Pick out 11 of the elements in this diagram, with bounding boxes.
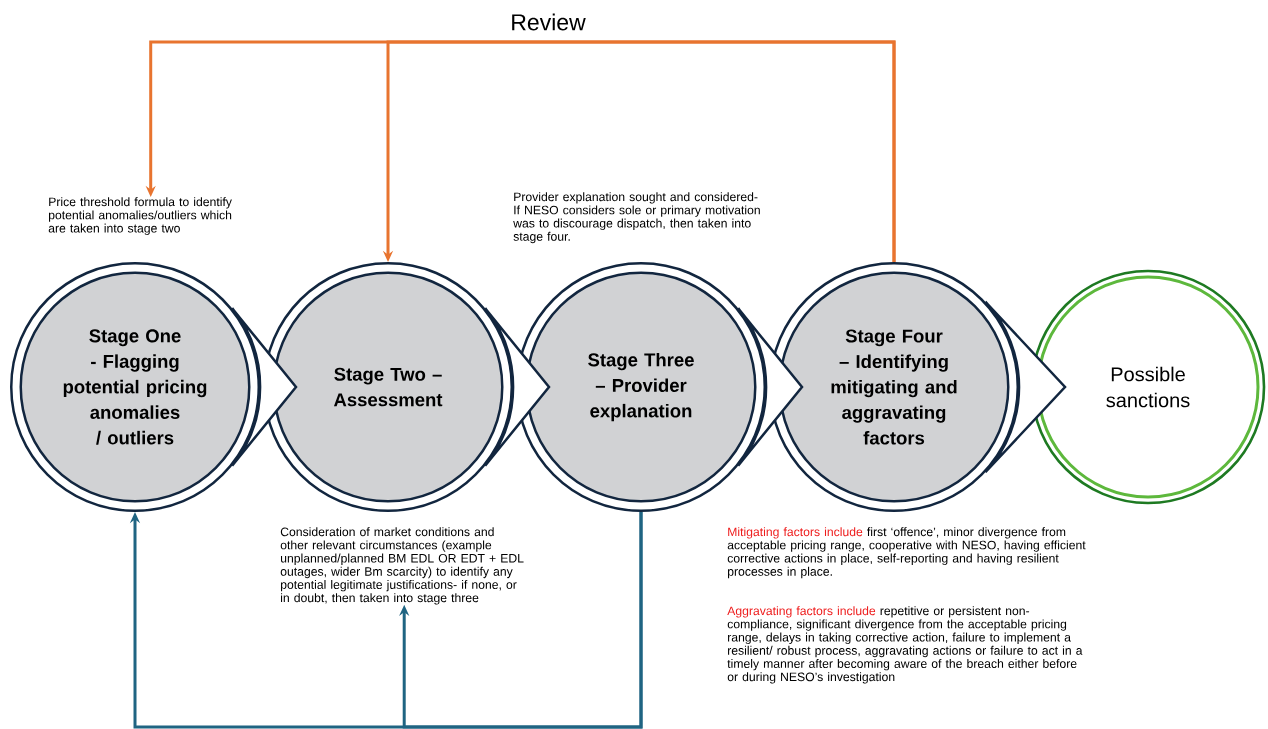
chevron-arrow: [736, 306, 804, 467]
chevron-arrow: [984, 300, 1067, 474]
note-text: Aggravating factors include repetitive or persistent non-compliance, significant divergence from the acceptable pricing range, delays in taking corrective action, failure to implement a resilient/ robust process, aggravating actions or failure to act in a timely manner after becoming aware of the breach either before or during NESO’s investigation: [727, 606, 1083, 684]
chevron-arrow: [483, 306, 551, 467]
note-text: Price threshold formula to identify potential anomalies/outliers which are taken into stage two: [48, 197, 232, 235]
note-text: Provider explanation sought and considered- If NESO considers sole or primary motivation was to discourage dispatch, then taken into stage four.: [513, 192, 760, 244]
note-text: Consideration of market conditions and other relevant circumstances (example unplanned/planned BM EDL OR EDT + EDL outages, wider Bm scarcity) to identify any potential legitimate justifications- if none, or in doubt, then taken into stage three: [280, 527, 524, 605]
note-text: Mitigating factors include first ‘offence’, minor divergence from acceptable pricing range, cooperative with NESO, having efficient corrective actions in place, self-reporting and having resilient processes in place.: [727, 527, 1086, 579]
heading: Review: [512, 13, 586, 31]
chevron-arrow: [230, 306, 298, 467]
feedback-arrow: [399, 512, 643, 729]
